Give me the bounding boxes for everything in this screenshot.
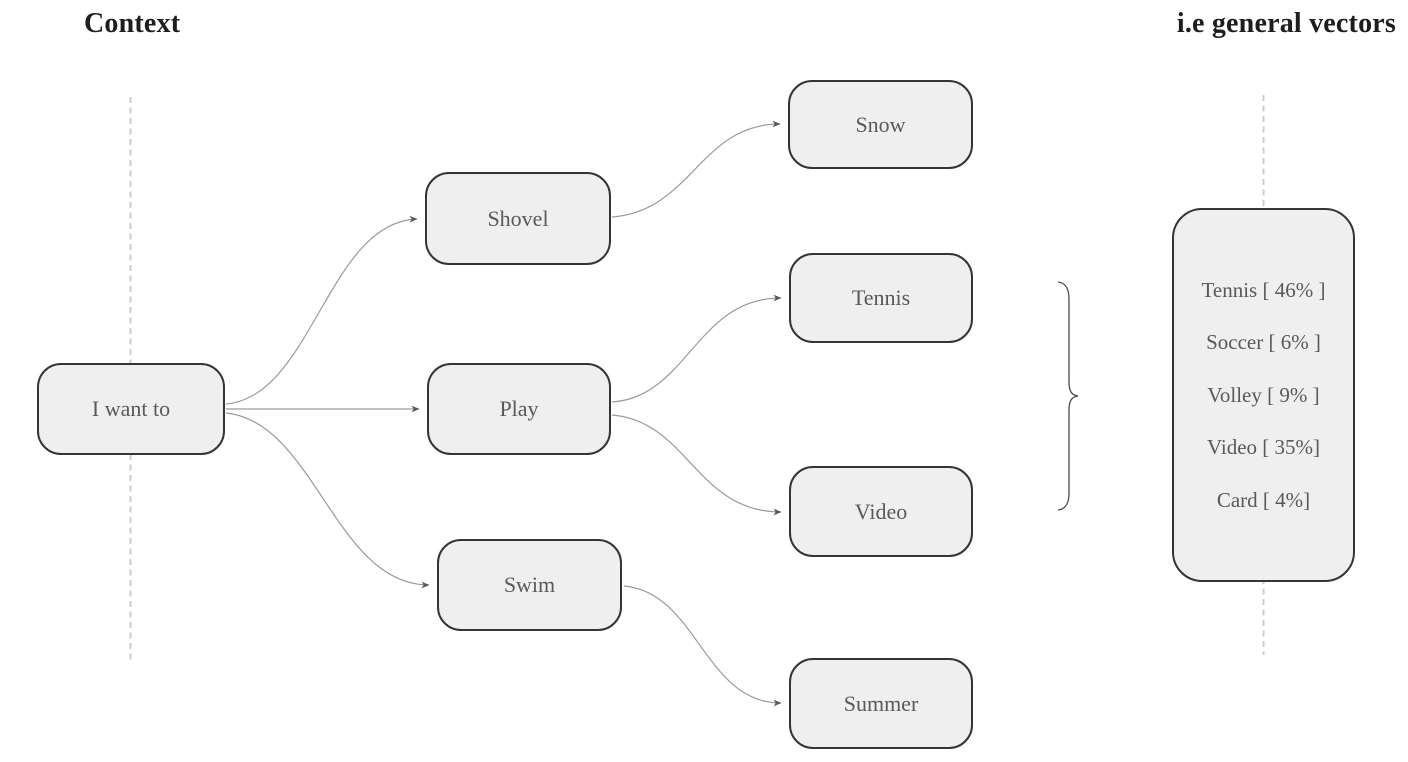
node-play[interactable]: Play — [427, 363, 611, 455]
context-heading: Context — [84, 8, 181, 39]
node-i-want-to[interactable]: I want to — [37, 363, 225, 455]
edge-shovel-snow — [611, 120, 781, 218]
node-tennis[interactable]: Tennis — [789, 253, 973, 343]
node-snow[interactable]: Snow — [788, 80, 973, 169]
curly-brace — [1057, 281, 1079, 511]
general-vectors-box[interactable]: Tennis [ 46% ] Soccer [ 6% ] Volley [ 9%… — [1172, 208, 1355, 582]
general-vectors-heading: i.e general vectors — [1176, 8, 1396, 39]
vector-item-card: Card [ 4%] — [1216, 487, 1311, 512]
edge-play-tennis — [611, 294, 782, 403]
edge-iwantto-swim — [225, 412, 430, 589]
node-swim[interactable]: Swim — [437, 539, 622, 631]
node-shovel[interactable]: Shovel — [425, 172, 611, 265]
node-video[interactable]: Video — [789, 466, 973, 557]
edge-play-video — [611, 414, 782, 516]
edge-swim-summer — [623, 585, 782, 707]
vector-item-tennis: Tennis [ 46% ] — [1201, 277, 1326, 302]
node-summer[interactable]: Summer — [789, 658, 973, 749]
edge-iwantto-shovel — [225, 215, 418, 405]
vector-item-video: Video [ 35%] — [1206, 435, 1321, 460]
vector-item-volley: Volley [ 9% ] — [1207, 382, 1320, 407]
vector-item-soccer: Soccer [ 6% ] — [1206, 330, 1321, 355]
